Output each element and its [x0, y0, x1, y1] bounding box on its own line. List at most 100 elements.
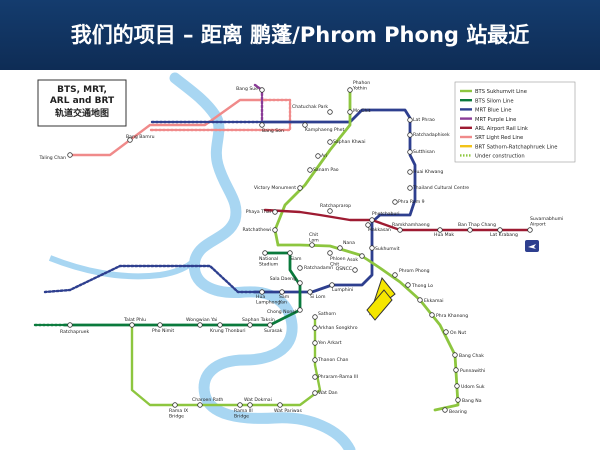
station-ratchapruek-marker[interactable]: [67, 322, 73, 328]
station-bearing-marker[interactable]: [442, 407, 448, 413]
station-ramkhamhaeng-marker[interactable]: [397, 227, 403, 233]
station-rama-iii-bridge-marker[interactable]: [237, 402, 243, 408]
station-rama-iii-bridge-label: Rama III: [234, 408, 253, 414]
station-phloen-chit-marker[interactable]: [327, 250, 333, 256]
station-national-stadium-marker[interactable]: [262, 250, 268, 256]
station-phrom-phong-label: Phrom Phong: [399, 268, 430, 274]
station-victory-monument-marker[interactable]: [297, 185, 303, 191]
station-wat-dokmai-label: Wat Dokmai: [244, 397, 272, 403]
station-ban-thap-chang-marker[interactable]: [467, 227, 473, 233]
station-hua-mak-label: Hua Mak: [434, 232, 454, 238]
station-charoen-rath-marker[interactable]: [197, 402, 203, 408]
station-ratchaprarop-marker[interactable]: [327, 208, 333, 214]
station-bang-chak-marker[interactable]: [452, 352, 458, 358]
station-nararam-3-marker[interactable]: [312, 374, 318, 380]
station-asok-label: Asok: [347, 257, 358, 263]
station-krung-thonburi-marker[interactable]: [217, 322, 223, 328]
station-phahon-yothin-marker[interactable]: [347, 87, 353, 93]
station-sanam-pao-marker[interactable]: [307, 167, 313, 173]
station-bang-na-marker[interactable]: [455, 397, 461, 403]
station-rama-ix-bridge-marker[interactable]: [172, 402, 178, 408]
station-bang-bamru-label: Bang Bamru: [126, 134, 155, 140]
station-qsncc-marker[interactable]: [352, 267, 358, 273]
station-chatuchak-park-label: Chatuchak Park: [292, 104, 328, 110]
station-hua-lamphong-marker[interactable]: [259, 289, 265, 295]
station-phaya-thai-marker[interactable]: [272, 209, 278, 215]
station-on-nut-label: On Nut: [450, 330, 466, 336]
station-si-lom-label: Si Lom: [310, 294, 326, 300]
station-punnawithi-marker[interactable]: [453, 367, 459, 373]
station-thanon-chan-marker[interactable]: [312, 357, 318, 363]
station-mo-chit-marker[interactable]: [347, 109, 353, 115]
legend-label: MRT Purple Line: [475, 117, 516, 123]
station-huai-khwang-marker[interactable]: [407, 169, 413, 175]
station-sala-daeng-label: Sala Daeng: [270, 276, 296, 282]
station-thailand-cultural-centre-marker[interactable]: [407, 185, 413, 191]
station-phra-ram-9-marker[interactable]: [392, 199, 398, 205]
station-lumphini-marker[interactable]: [329, 282, 335, 288]
station-ratchadaphisek-marker[interactable]: [407, 132, 413, 138]
station-saphan-taksin-label: Saphan Taksin: [242, 317, 275, 323]
station-hua-mak-marker[interactable]: [437, 227, 443, 233]
station-wongwian-yai-marker[interactable]: [197, 322, 203, 328]
station-bang-sue-label: Bang Sue: [236, 86, 258, 92]
station-si-lom-marker[interactable]: [307, 289, 313, 295]
station-thong-lo-marker[interactable]: [405, 282, 411, 288]
station-lat-krabang-marker[interactable]: [497, 227, 503, 233]
station-phra-khanong-marker[interactable]: [429, 312, 435, 318]
station-bang-son-marker[interactable]: [259, 122, 265, 128]
station-phetchaburi-marker[interactable]: [369, 217, 375, 223]
station-lumphini-label: Lumphini: [332, 287, 353, 293]
station-suvarnabhumi-marker[interactable]: [527, 227, 533, 233]
station-saphan-taksin-marker[interactable]: [247, 322, 253, 328]
station-talat-phlu-marker[interactable]: [129, 322, 135, 328]
station-nana-marker[interactable]: [337, 245, 343, 251]
station-ekkamai-marker[interactable]: [417, 297, 423, 303]
station-sam-yan-marker[interactable]: [279, 289, 285, 295]
station-pho-nimit-label: Pho Nimit: [152, 328, 174, 334]
station-phrom-phong-marker[interactable]: [392, 272, 398, 278]
station-chong-nonsi-marker[interactable]: [297, 307, 303, 313]
station-surasak-marker[interactable]: [267, 322, 273, 328]
station-taling-chan-marker[interactable]: [67, 152, 73, 158]
station-lat-phrao-marker[interactable]: [407, 117, 413, 123]
station-on-nut-marker[interactable]: [443, 329, 449, 335]
station-ratchathewi-marker[interactable]: [272, 227, 278, 233]
title-line-2: ARL and BRT: [50, 96, 115, 106]
station-thailand-cultural-centre-label: Thailand Cultural Centre: [412, 185, 469, 191]
station-wat-pariwas-label: Wat Pariwas: [274, 408, 302, 414]
station-lat-krabang-label: Lat Krabang: [490, 232, 518, 238]
station-makkasan-marker[interactable]: [365, 222, 371, 228]
map-title-box: BTS, MRT, ARL and BRT 轨道交通地图: [37, 79, 127, 127]
title-line-3: 轨道交通地图: [55, 107, 109, 119]
station-sutthisan-marker[interactable]: [407, 149, 413, 155]
station-pho-nimit-marker[interactable]: [157, 322, 163, 328]
station-sala-daeng-marker[interactable]: [297, 280, 303, 286]
station-udom-suk-marker[interactable]: [454, 383, 460, 389]
station-national-stadium-label: National: [259, 256, 278, 262]
legend-label: Under construction: [475, 154, 525, 160]
station-wat-dan-marker[interactable]: [312, 390, 318, 396]
station-asok-marker[interactable]: [359, 253, 365, 259]
station-chatuchak-park-marker[interactable]: [327, 109, 333, 115]
station-bang-son-label: Bang Son: [262, 128, 284, 134]
station-sukhumvit-marker[interactable]: [369, 245, 375, 251]
station-bang-bamru-marker[interactable]: [127, 137, 133, 143]
station-arkhan-songkhro-marker[interactable]: [312, 325, 318, 331]
station-siam-marker[interactable]: [287, 250, 293, 256]
station-ratchaprarop-label: Ratchaprarop: [320, 203, 351, 209]
station-bang-sue-marker[interactable]: [259, 87, 265, 93]
station-talat-phlu-label: Talat Phlu: [123, 317, 146, 323]
airplane-icon: [525, 240, 539, 252]
station-ari-marker[interactable]: [315, 153, 321, 159]
station-huai-khwang-label: Huai Khwang: [413, 169, 443, 175]
station-makkasan-label: Makkasan: [368, 227, 391, 233]
station-chit-lom-marker[interactable]: [309, 242, 315, 248]
station-wat-dokmai-marker[interactable]: [247, 402, 253, 408]
station-kamphaeng-phet-marker[interactable]: [302, 122, 308, 128]
station-ratchadamri-marker[interactable]: [297, 265, 303, 271]
station-saphan-khwai-marker[interactable]: [327, 139, 333, 145]
station-sathorn-marker[interactable]: [312, 314, 318, 320]
station-yen-arkart-marker[interactable]: [312, 340, 318, 346]
station-wat-pariwas-marker[interactable]: [277, 402, 283, 408]
